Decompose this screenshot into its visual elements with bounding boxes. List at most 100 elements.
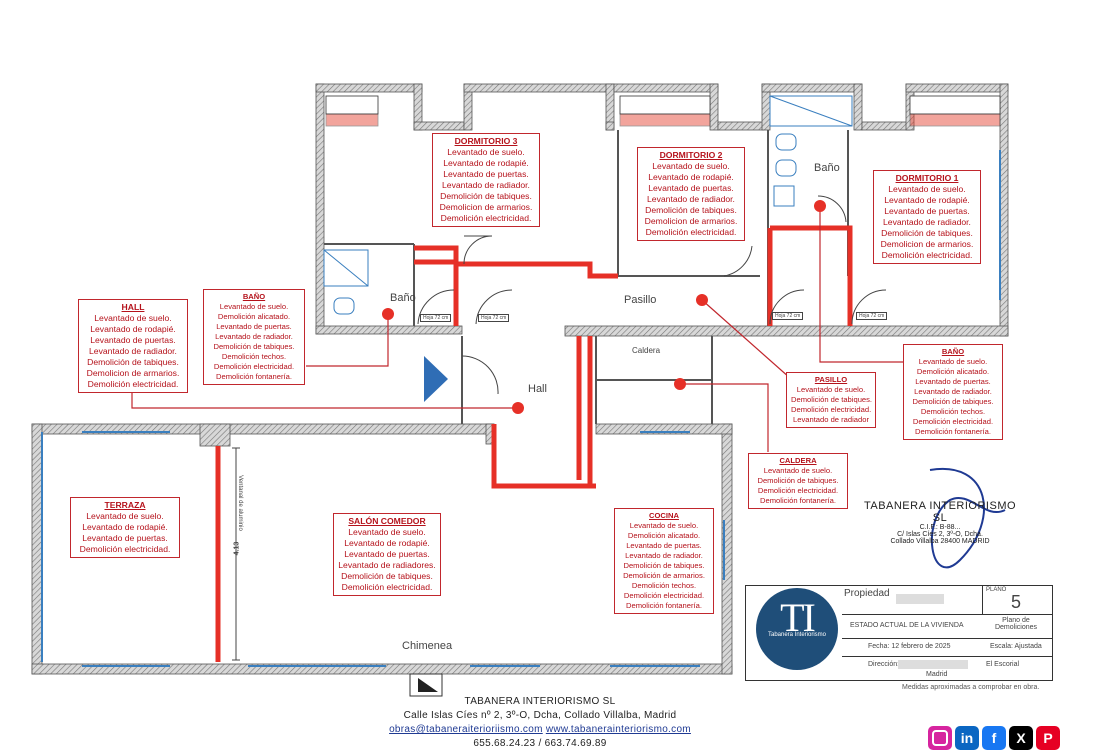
company-stamp: TABANERA INTERIORISMO SL C.I.F.: B-88...… bbox=[860, 500, 1020, 545]
box-line: Levantado de puertas. bbox=[915, 377, 991, 386]
box-line: Levantado de suelo. bbox=[918, 357, 988, 366]
box-line: Levantado de radiador. bbox=[914, 387, 992, 396]
box-line: Demolición alicatado. bbox=[916, 367, 990, 376]
box-line: Levantado de radiador. bbox=[442, 180, 530, 190]
chimenea-label: Chimenea bbox=[402, 640, 453, 652]
signature bbox=[929, 467, 1006, 569]
ventanal-label: Ventanal de aluminio bbox=[236, 475, 243, 531]
box-line: Levantado de radiador. bbox=[625, 551, 703, 560]
redacted-field bbox=[896, 594, 944, 604]
demolition-walls bbox=[215, 225, 853, 662]
box-line: Demolición de tabiques. bbox=[341, 571, 433, 581]
box-title: SALÓN COMEDOR bbox=[348, 516, 426, 526]
wardrobes bbox=[325, 95, 1001, 127]
windows bbox=[41, 150, 1001, 667]
dimension-line bbox=[232, 447, 240, 661]
box-line: Demolición de tabiques. bbox=[440, 191, 532, 201]
plano-de-label: Plano de Demoliciones bbox=[994, 617, 1038, 631]
box-line: Demolición electricidad. bbox=[912, 417, 994, 426]
measurement-note: Medidas aproximadas a comprobar en obra. bbox=[902, 684, 1040, 691]
box-line: Levantado de puertas. bbox=[443, 169, 529, 179]
box-line: Levantado de puertas. bbox=[82, 533, 168, 543]
box-line: Levantado de suelo. bbox=[652, 161, 730, 171]
box-line: Demolición fontanería. bbox=[915, 427, 991, 436]
stamp-line: C/ Islas Cíes 2, 3º-O, Dcha. bbox=[897, 531, 983, 538]
hall-label: Hall bbox=[528, 383, 547, 395]
box-line: Demolición techos. bbox=[631, 581, 697, 590]
box-title: BAÑO bbox=[242, 292, 266, 301]
box-line: Levantado de suelo. bbox=[348, 527, 426, 537]
box-line: Demolición de tabiques. bbox=[87, 357, 179, 367]
box-title: BAÑO bbox=[941, 347, 965, 356]
box-line: Demolición techos. bbox=[221, 352, 287, 361]
leader-lines bbox=[131, 206, 904, 452]
box-line: Demolición alicatado. bbox=[217, 312, 291, 321]
footer-phones: 655.68.24.23 / 663.74.69.89 bbox=[473, 738, 607, 749]
plano-cell: PLANO 5 bbox=[982, 586, 1053, 615]
box-line: Demolición de tabiques. bbox=[757, 476, 839, 485]
x-icon[interactable]: X bbox=[1009, 726, 1033, 750]
box-line: Demolición electricidad. bbox=[87, 379, 179, 389]
box-line: Demolición electricidad. bbox=[440, 213, 532, 223]
bano-right-label: Baño bbox=[814, 162, 840, 174]
escala-label: Escala: Ajustada bbox=[990, 643, 1042, 650]
box-line: Demolicion de armarios. bbox=[880, 239, 974, 249]
box-line: Demolición fontanería. bbox=[760, 496, 836, 505]
box-line: Demolición de tabiques. bbox=[623, 561, 705, 570]
stamp-company: TABANERA INTERIORISMO SL bbox=[863, 500, 1017, 524]
box-line: Levantado de suelo. bbox=[763, 466, 833, 475]
municipio-label: El Escorial bbox=[986, 661, 1020, 668]
exterior-walls bbox=[31, 83, 1009, 675]
footer-company: TABANERA INTERIORISMO SL bbox=[464, 696, 616, 707]
linkedin-icon[interactable]: in bbox=[955, 726, 979, 750]
box-line: Demolición electricidad. bbox=[213, 362, 295, 371]
logo-letters: TI bbox=[780, 595, 816, 640]
box-line: Demolicion de armarios. bbox=[439, 202, 533, 212]
stamp-line: C.I.F.: B-88... bbox=[919, 524, 961, 531]
box-title: DORMITORIO 2 bbox=[659, 150, 723, 160]
box-line: Levantado de rodapié. bbox=[884, 195, 970, 205]
web-link[interactable]: www.tabanerainteriorismo.com bbox=[545, 724, 691, 735]
box-line: Levantado de suelo. bbox=[86, 511, 164, 521]
box-line: Demolición de tabiques. bbox=[791, 395, 873, 404]
box-title: TERRAZA bbox=[104, 500, 146, 510]
box-line: Demolición electricidad. bbox=[881, 250, 973, 260]
box-line: Levantado de puertas. bbox=[626, 541, 702, 550]
box-line: Demolición de armarios. bbox=[623, 571, 705, 580]
leader-dots bbox=[382, 200, 826, 414]
box-line: Demolición electricidad. bbox=[645, 227, 737, 237]
box-line: Levantado de radiador. bbox=[89, 346, 177, 356]
box-line: Levantado de puertas. bbox=[216, 322, 292, 331]
box-title: HALL bbox=[121, 302, 145, 312]
box-line: Demolición de tabiques. bbox=[645, 205, 737, 215]
email-link[interactable]: obras@tabaneraiterioriismo.com bbox=[389, 724, 543, 735]
instagram-icon[interactable] bbox=[928, 726, 952, 750]
box-line: Demolición techos. bbox=[920, 407, 986, 416]
pasillo-label: Pasillo bbox=[624, 294, 657, 306]
facebook-icon[interactable]: f bbox=[982, 726, 1006, 750]
door-width-label: Hoja 72 cm bbox=[856, 312, 888, 320]
box-line: Demolición electricidad. bbox=[79, 544, 171, 554]
stamp-line: Collado Villalba 28400 MADRID bbox=[890, 538, 990, 545]
box-line: Demolición alicatado. bbox=[627, 531, 701, 540]
pinterest-icon[interactable]: P bbox=[1036, 726, 1060, 750]
box-line: Demolición electricidad. bbox=[791, 405, 872, 414]
box-line: Levantado de puertas. bbox=[90, 335, 176, 345]
box-line: Levantado de puertas. bbox=[648, 183, 734, 193]
box-line: Levantado de suelo. bbox=[796, 385, 866, 394]
provincia-label: Madrid bbox=[926, 671, 948, 678]
box-line: Demolicion de armarios. bbox=[644, 216, 738, 226]
box-line: Demolición fontanería. bbox=[216, 372, 292, 381]
box-line: Demolición fontanería. bbox=[626, 601, 702, 610]
footer-contacts: obras@tabaneraiterioriismo.com www.taban… bbox=[300, 724, 780, 735]
box-line: Levantado de suelo. bbox=[94, 313, 172, 323]
box-line: Demolición de tabiques. bbox=[213, 342, 295, 351]
box-line: Levantado de rodapié. bbox=[344, 538, 430, 548]
